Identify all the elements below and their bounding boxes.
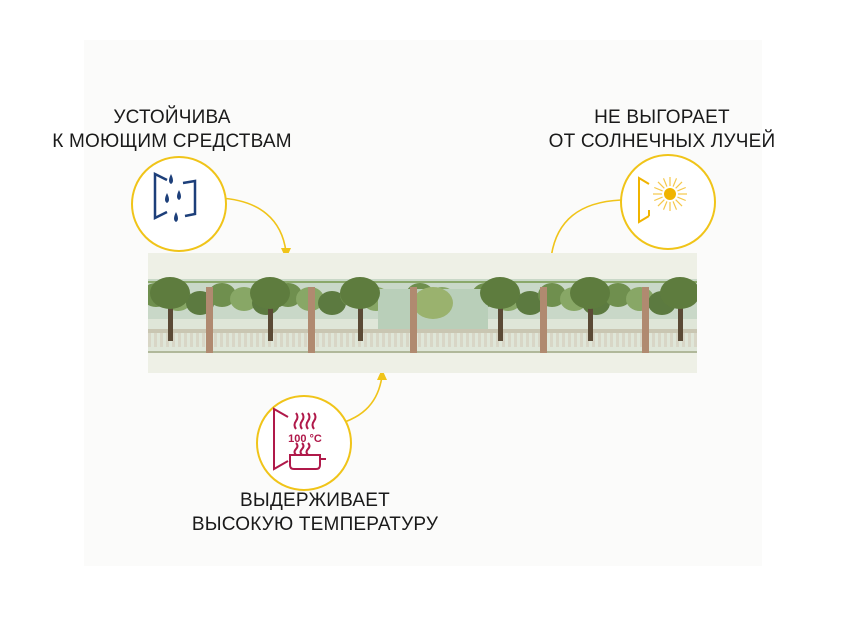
heat-resistant-icon-circle: 100 °C: [256, 395, 352, 491]
water-drops-icon: [153, 171, 197, 222]
washable-icon-circle: [131, 156, 227, 252]
arrow-fade: [550, 199, 622, 259]
wallpaper-border-sample: [142, 253, 700, 373]
garden-landscape-image: [142, 277, 700, 353]
feature-label-fade-resistant: НЕ ВЫГОРАЕТ ОТ СОЛНЕЧНЫХ ЛУЧЕЙ: [530, 106, 794, 154]
fade-resistant-icon-circle: [620, 154, 716, 250]
label-line: К МОЮЩИМ СРЕДСТВАМ: [52, 131, 292, 152]
temperature-text: 100 °C: [288, 433, 322, 445]
sun-icon: [638, 176, 687, 224]
label-line: ВЫСОКУЮ ТЕМПЕРАТУРУ: [191, 514, 439, 535]
arrow-washable: [218, 197, 287, 253]
feature-label-heat-resistant: ВЫДЕРЖИВАЕТ ВЫСОКУЮ ТЕМПЕРАТУРУ: [180, 489, 450, 537]
feature-label-washable: УСТОЙЧИВА К МОЮЩИМ СРЕДСТВАМ: [40, 106, 304, 154]
label-line: ВЫДЕРЖИВАЕТ: [240, 490, 390, 511]
label-line: НЕ ВЫГОРАЕТ: [594, 107, 730, 128]
steam-pot-icon: 100 °C: [273, 407, 326, 471]
label-line: УСТОЙЧИВА: [113, 107, 231, 128]
label-line: ОТ СОЛНЕЧНЫХ ЛУЧЕЙ: [548, 131, 776, 152]
